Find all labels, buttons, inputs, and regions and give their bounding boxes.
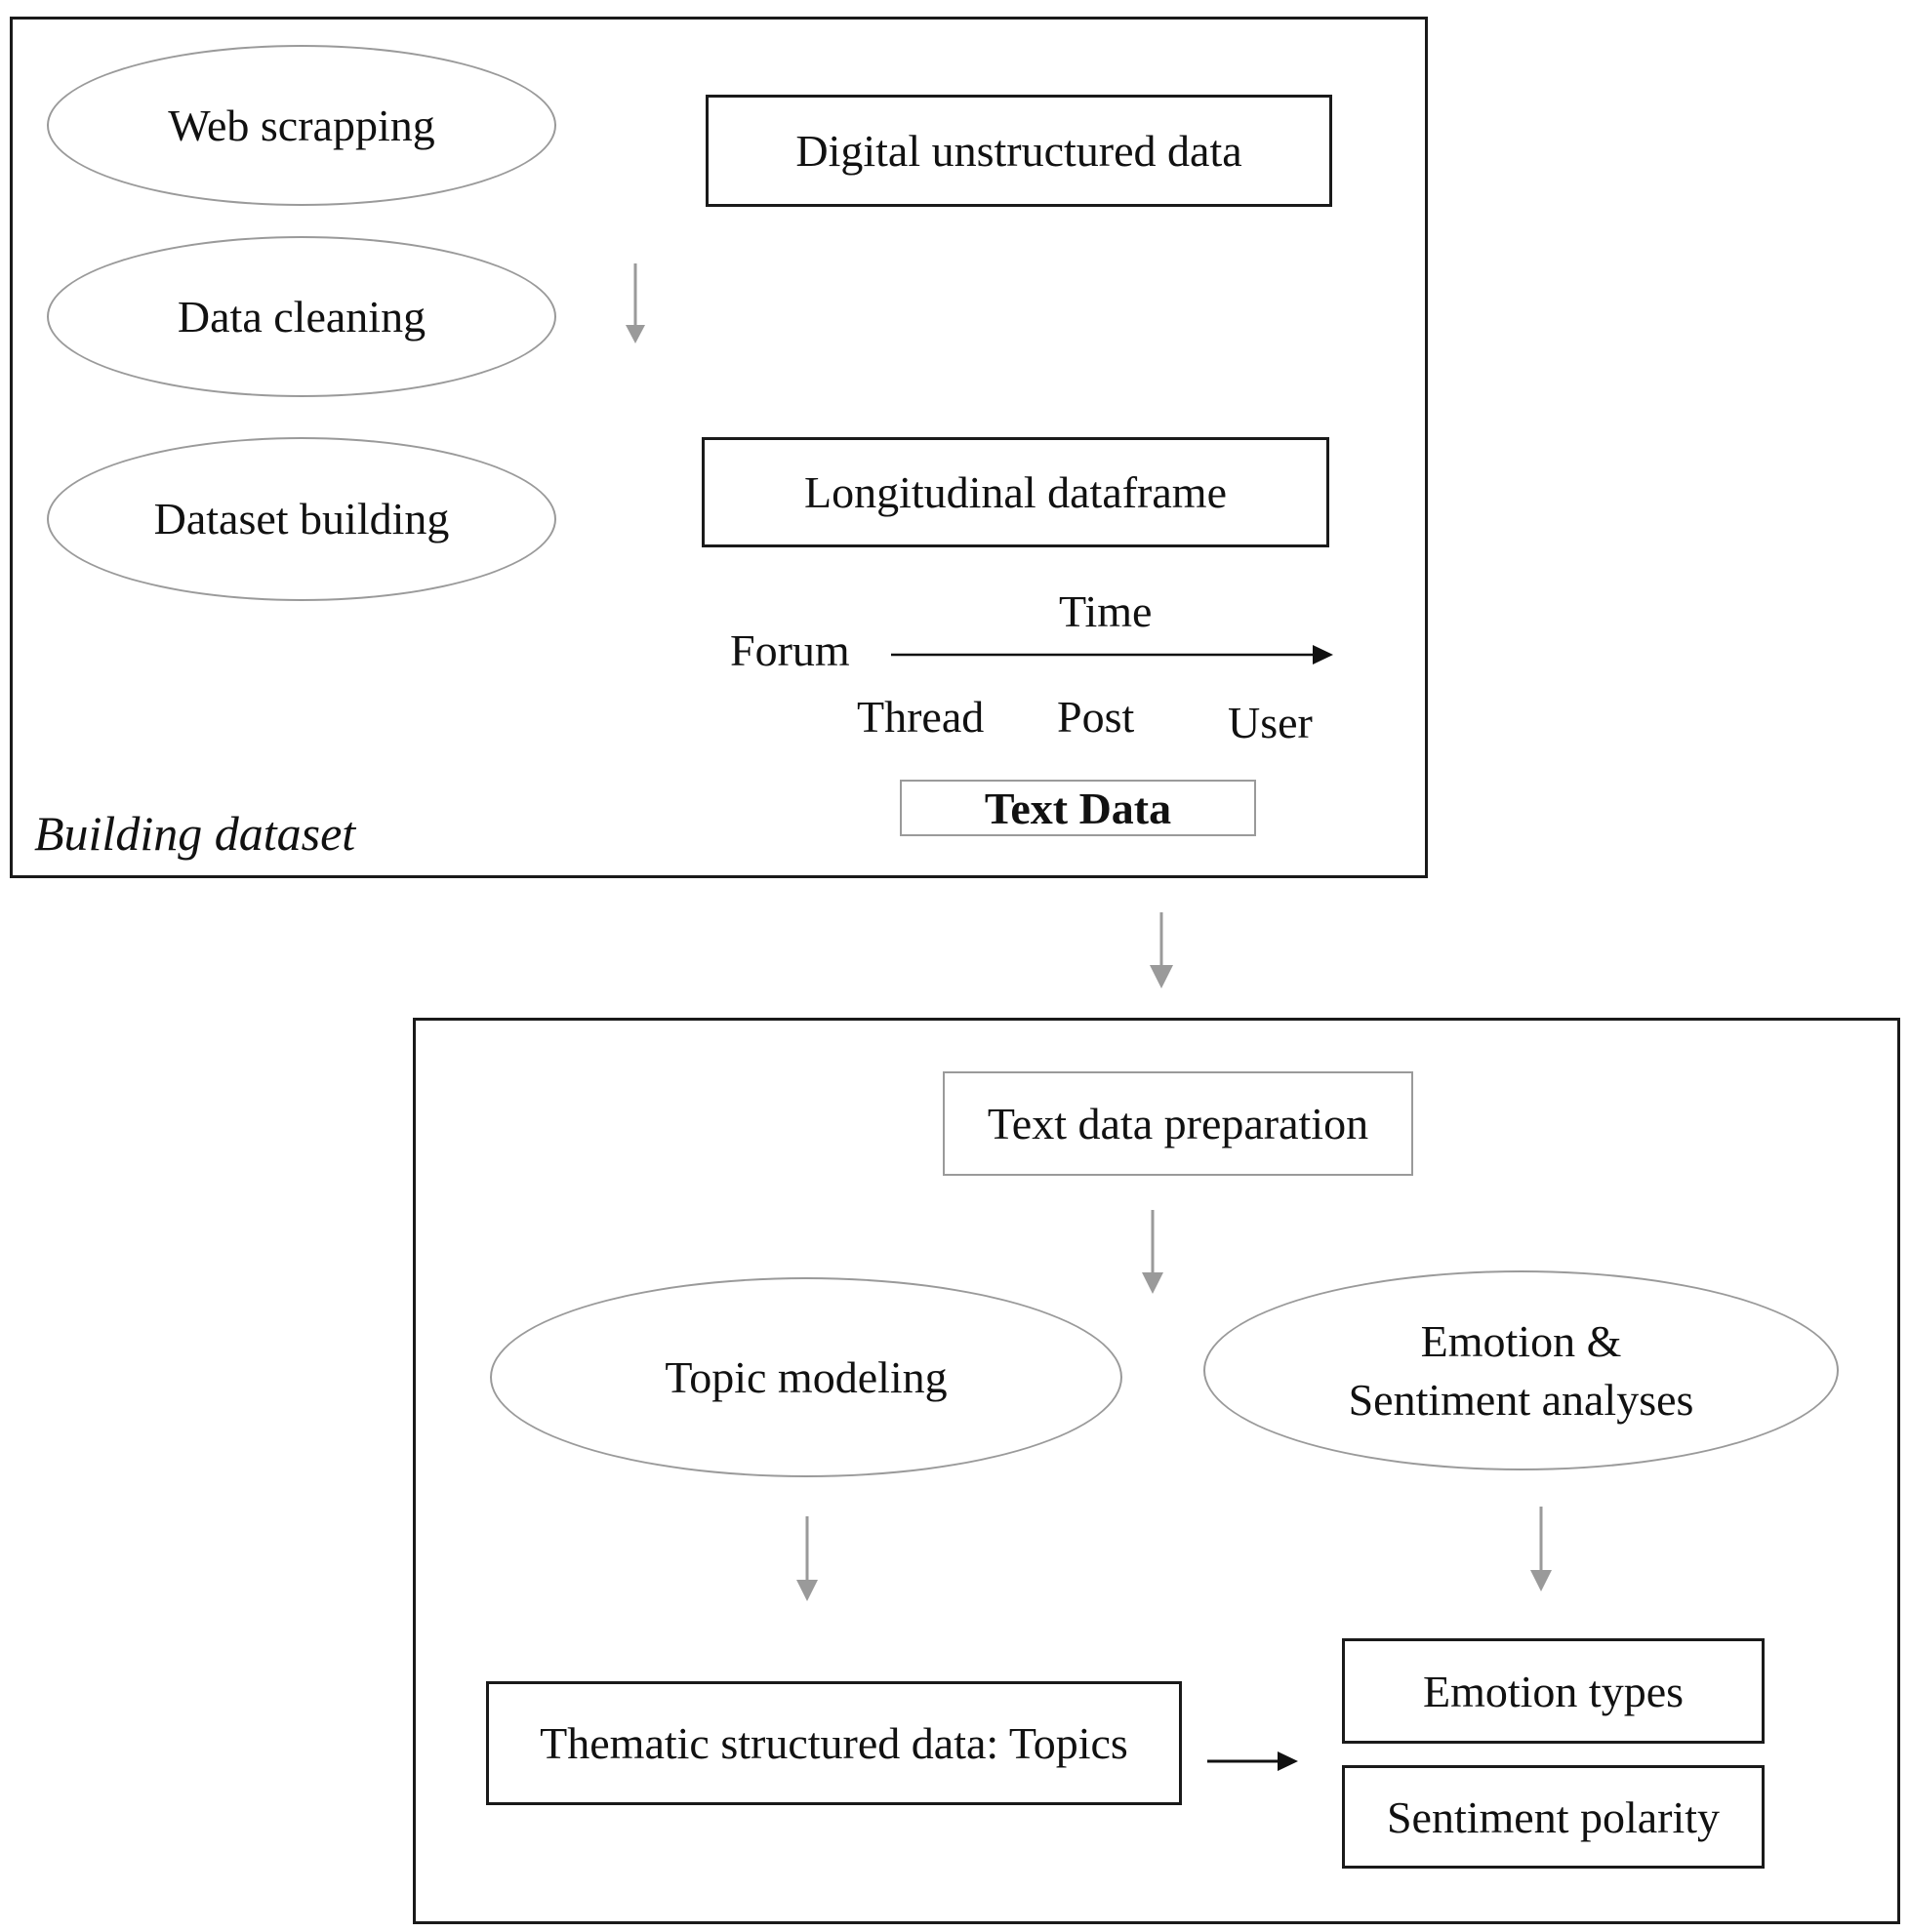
user-label: User bbox=[1228, 698, 1313, 747]
digital-unstructured-data-box: Digital unstructured data bbox=[706, 95, 1332, 207]
thread-label: Thread bbox=[857, 692, 985, 742]
digital-unstructured-data-label: Digital unstructured data bbox=[795, 126, 1242, 176]
sentiment-polarity-box: Sentiment polarity bbox=[1342, 1765, 1765, 1869]
thematic-structured-data-box: Thematic structured data: Topics bbox=[486, 1681, 1182, 1805]
dataset-building-ellipse: Dataset building bbox=[47, 437, 556, 601]
data-cleaning-ellipse: Data cleaning bbox=[47, 236, 556, 397]
emotion-ellipse-line2: Sentiment analyses bbox=[1348, 1374, 1694, 1425]
dataset-building-label: Dataset building bbox=[153, 494, 450, 544]
time-label: Time bbox=[1059, 586, 1153, 636]
analysis-panel bbox=[413, 1018, 1900, 1924]
emotion-types-box: Emotion types bbox=[1342, 1638, 1765, 1744]
thematic-structured-data-label: Thematic structured data: Topics bbox=[540, 1718, 1128, 1768]
emotion-types-label: Emotion types bbox=[1422, 1666, 1685, 1716]
arrow-down-between-panels bbox=[1150, 912, 1173, 988]
longitudinal-dataframe-label: Longitudinal dataframe bbox=[803, 467, 1227, 517]
building-dataset-panel bbox=[10, 17, 1428, 878]
web-scrapping-ellipse: Web scrapping bbox=[47, 45, 556, 206]
text-data-preparation-box: Text data preparation bbox=[943, 1071, 1413, 1176]
sentiment-polarity-label: Sentiment polarity bbox=[1386, 1791, 1721, 1842]
emotion-ellipse-line1: Emotion & bbox=[1420, 1315, 1622, 1366]
emotion-sentiment-ellipse: Emotion & Sentiment analyses bbox=[1203, 1270, 1839, 1470]
text-data-box: Text Data bbox=[900, 780, 1256, 836]
longitudinal-dataframe-box: Longitudinal dataframe bbox=[702, 437, 1329, 547]
web-scrapping-label: Web scrapping bbox=[168, 100, 435, 150]
building-dataset-caption: Building dataset bbox=[34, 806, 356, 861]
topic-modeling-label: Topic modeling bbox=[665, 1351, 948, 1402]
text-data-label: Text Data bbox=[984, 783, 1172, 833]
topic-modeling-ellipse: Topic modeling bbox=[490, 1277, 1122, 1477]
data-cleaning-label: Data cleaning bbox=[177, 291, 426, 342]
forum-label: Forum bbox=[730, 625, 850, 675]
post-label: Post bbox=[1057, 692, 1135, 742]
text-data-preparation-label: Text data preparation bbox=[987, 1099, 1369, 1148]
